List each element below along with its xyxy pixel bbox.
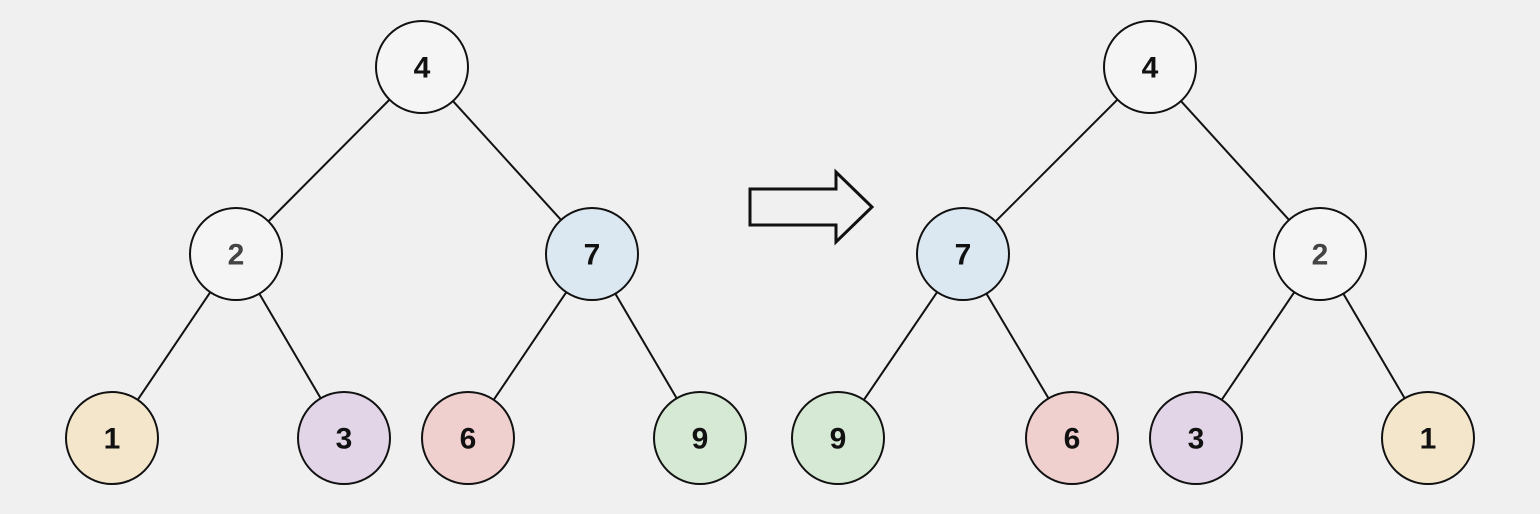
- node-label: 2: [1312, 239, 1329, 272]
- node-label: 7: [584, 239, 601, 272]
- tree-node-inverted-left: 7: [916, 207, 1010, 301]
- tree-edge-inverted-left-to-left-left: [863, 291, 938, 401]
- node-circle: [791, 391, 885, 485]
- node-label: 6: [1064, 423, 1081, 456]
- node-label: 3: [1188, 423, 1205, 456]
- tree-edge-inverted-left-to-left-right: [985, 293, 1050, 399]
- tree-edge-original-left-to-left-left: [136, 291, 212, 401]
- node-circle: [65, 391, 159, 485]
- node-circle: [297, 391, 391, 485]
- node-circle: [189, 207, 283, 301]
- node-circle: [916, 207, 1010, 301]
- tree-node-inverted-right-right: 1: [1381, 391, 1475, 485]
- tree-edge-original-right-to-right-right: [614, 293, 678, 399]
- node-circle: [1273, 207, 1367, 301]
- node-label: 2: [228, 239, 245, 272]
- node-label: 9: [830, 423, 847, 456]
- tree-edge-original-right-to-right-left: [492, 291, 568, 401]
- tree-edge-inverted-right-to-right-left: [1220, 291, 1296, 401]
- tree-edge-inverted-root-to-left: [994, 98, 1119, 223]
- node-circle: [1149, 391, 1243, 485]
- node-circle: [653, 391, 747, 485]
- node-label: 1: [104, 423, 121, 456]
- node-circle: [1381, 391, 1475, 485]
- node-label: 9: [692, 423, 709, 456]
- edges-layer: [136, 98, 1406, 401]
- node-circle: [545, 207, 639, 301]
- tree-node-original-left: 2: [189, 207, 283, 301]
- right-arrow-outline-icon: [748, 168, 875, 246]
- tree-node-original-left-right: 3: [297, 391, 391, 485]
- tree-node-inverted-left-left: 9: [791, 391, 885, 485]
- tree-node-inverted-left-right: 6: [1025, 391, 1119, 485]
- node-circle: [1103, 20, 1197, 114]
- node-label: 7: [955, 239, 972, 272]
- tree-node-inverted-root: 4: [1103, 20, 1197, 114]
- node-label: 4: [414, 52, 431, 85]
- tree-node-inverted-right: 2: [1273, 207, 1367, 301]
- node-circle: [1025, 391, 1119, 485]
- tree-edge-original-left-to-left-right: [258, 293, 322, 399]
- tree-node-original-root: 4: [375, 20, 469, 114]
- tree-node-original-left-left: 1: [65, 391, 159, 485]
- tree-node-original-right-left: 6: [421, 391, 515, 485]
- nodes-layer: 4 2 7 1 3 6 9 4 7 2 9 6 3 1: [65, 20, 1475, 485]
- node-label: 6: [460, 423, 477, 456]
- node-circle: [375, 20, 469, 114]
- tree-edge-inverted-right-to-right-right: [1342, 293, 1406, 399]
- tree-edge-original-root-to-right: [452, 100, 562, 221]
- node-label: 3: [336, 423, 353, 456]
- tree-edge-inverted-root-to-right: [1180, 100, 1290, 221]
- node-label: 4: [1142, 52, 1159, 85]
- tree-node-original-right: 7: [545, 207, 639, 301]
- tree-node-inverted-right-left: 3: [1149, 391, 1243, 485]
- tree-edge-original-root-to-left: [267, 98, 391, 223]
- tree-node-original-right-right: 9: [653, 391, 747, 485]
- node-circle: [421, 391, 515, 485]
- node-label: 1: [1420, 423, 1437, 456]
